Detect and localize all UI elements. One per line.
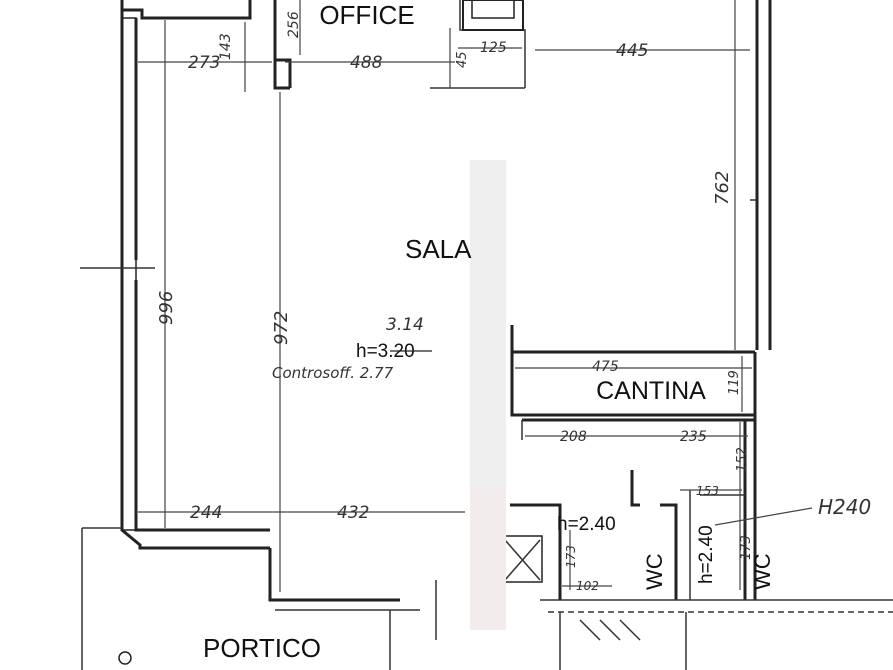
dim-488: 488 (350, 53, 383, 73)
dim-153: 153 (696, 484, 719, 498)
dim-125: 125 (480, 40, 507, 56)
office-label: OFFICE (319, 0, 414, 30)
dim-173-b: 173 (739, 535, 754, 560)
dim-762: 762 (712, 171, 733, 205)
dim-972: 972 (271, 311, 292, 345)
sala-corrected-height: 3.14 (386, 315, 424, 335)
dim-102: 102 (576, 579, 599, 593)
dim-445: 445 (616, 41, 648, 61)
sala-height: h=3.20 (356, 341, 415, 362)
sala-label: SALA (405, 234, 472, 264)
dim-173-a: 173 (564, 545, 578, 568)
walls (80, 0, 893, 670)
dim-432: 432 (337, 503, 369, 523)
controsoffitto-note: Controsoff. 2.77 (272, 364, 394, 382)
bath-height-2: h=2.40 (696, 525, 717, 584)
wc1-label: WC (642, 553, 667, 590)
bath-height-1: h=2.40 (557, 514, 616, 535)
dimension-values: 273 143 256 488 45 125 445 762 996 972 4… (156, 11, 754, 593)
dim-45: 45 (455, 51, 470, 68)
dim-256: 256 (286, 11, 302, 38)
dim-273: 273 (188, 53, 220, 73)
dim-119: 119 (727, 370, 742, 395)
dim-475: 475 (592, 359, 619, 375)
portico-label: PORTICO (203, 633, 321, 663)
dimension-lines (138, 0, 813, 592)
cantina-label: CANTINA (596, 377, 706, 405)
wc2-label: WC (750, 553, 775, 590)
dim-208: 208 (560, 429, 587, 445)
dim-244: 244 (190, 503, 222, 523)
dim-152: 152 (735, 447, 750, 472)
h240-note: H240 (818, 495, 871, 519)
dim-143: 143 (218, 33, 234, 60)
dim-996: 996 (156, 291, 177, 325)
dim-235: 235 (680, 429, 707, 445)
